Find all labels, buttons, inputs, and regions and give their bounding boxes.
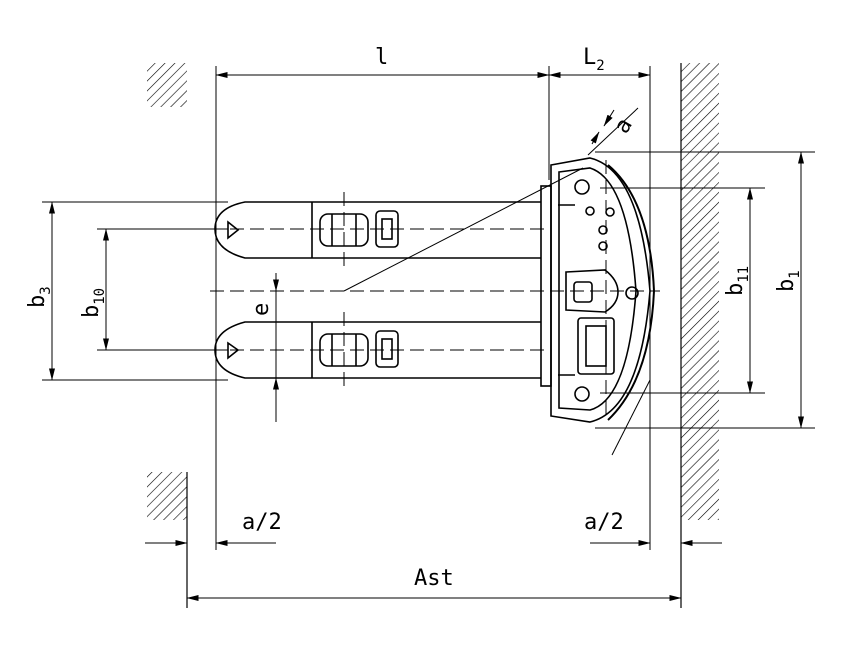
label-L2: L2 xyxy=(583,45,605,74)
label-half-a-right: a/2 xyxy=(584,510,624,535)
label-b3: b3 xyxy=(25,286,54,308)
label-a: a xyxy=(610,114,638,138)
label-l: l xyxy=(375,45,388,70)
truck-body xyxy=(540,157,656,423)
label-e: e xyxy=(249,303,274,316)
extension-lines xyxy=(42,66,815,550)
label-b11: b11 xyxy=(723,266,752,296)
top-left-obstacle xyxy=(147,63,187,107)
right-wall xyxy=(681,63,719,520)
centerlines xyxy=(210,160,660,420)
label-b10: b10 xyxy=(79,288,108,318)
fork-tines xyxy=(214,201,541,379)
label-Ast: Ast xyxy=(414,566,454,591)
label-b1: b1 xyxy=(774,270,803,292)
label-half-a-left: a/2 xyxy=(242,510,282,535)
bottom-left-obstacle xyxy=(147,472,187,520)
dimension-lines xyxy=(49,72,804,601)
wall-hatching xyxy=(147,63,719,608)
upper-fork xyxy=(214,201,541,259)
